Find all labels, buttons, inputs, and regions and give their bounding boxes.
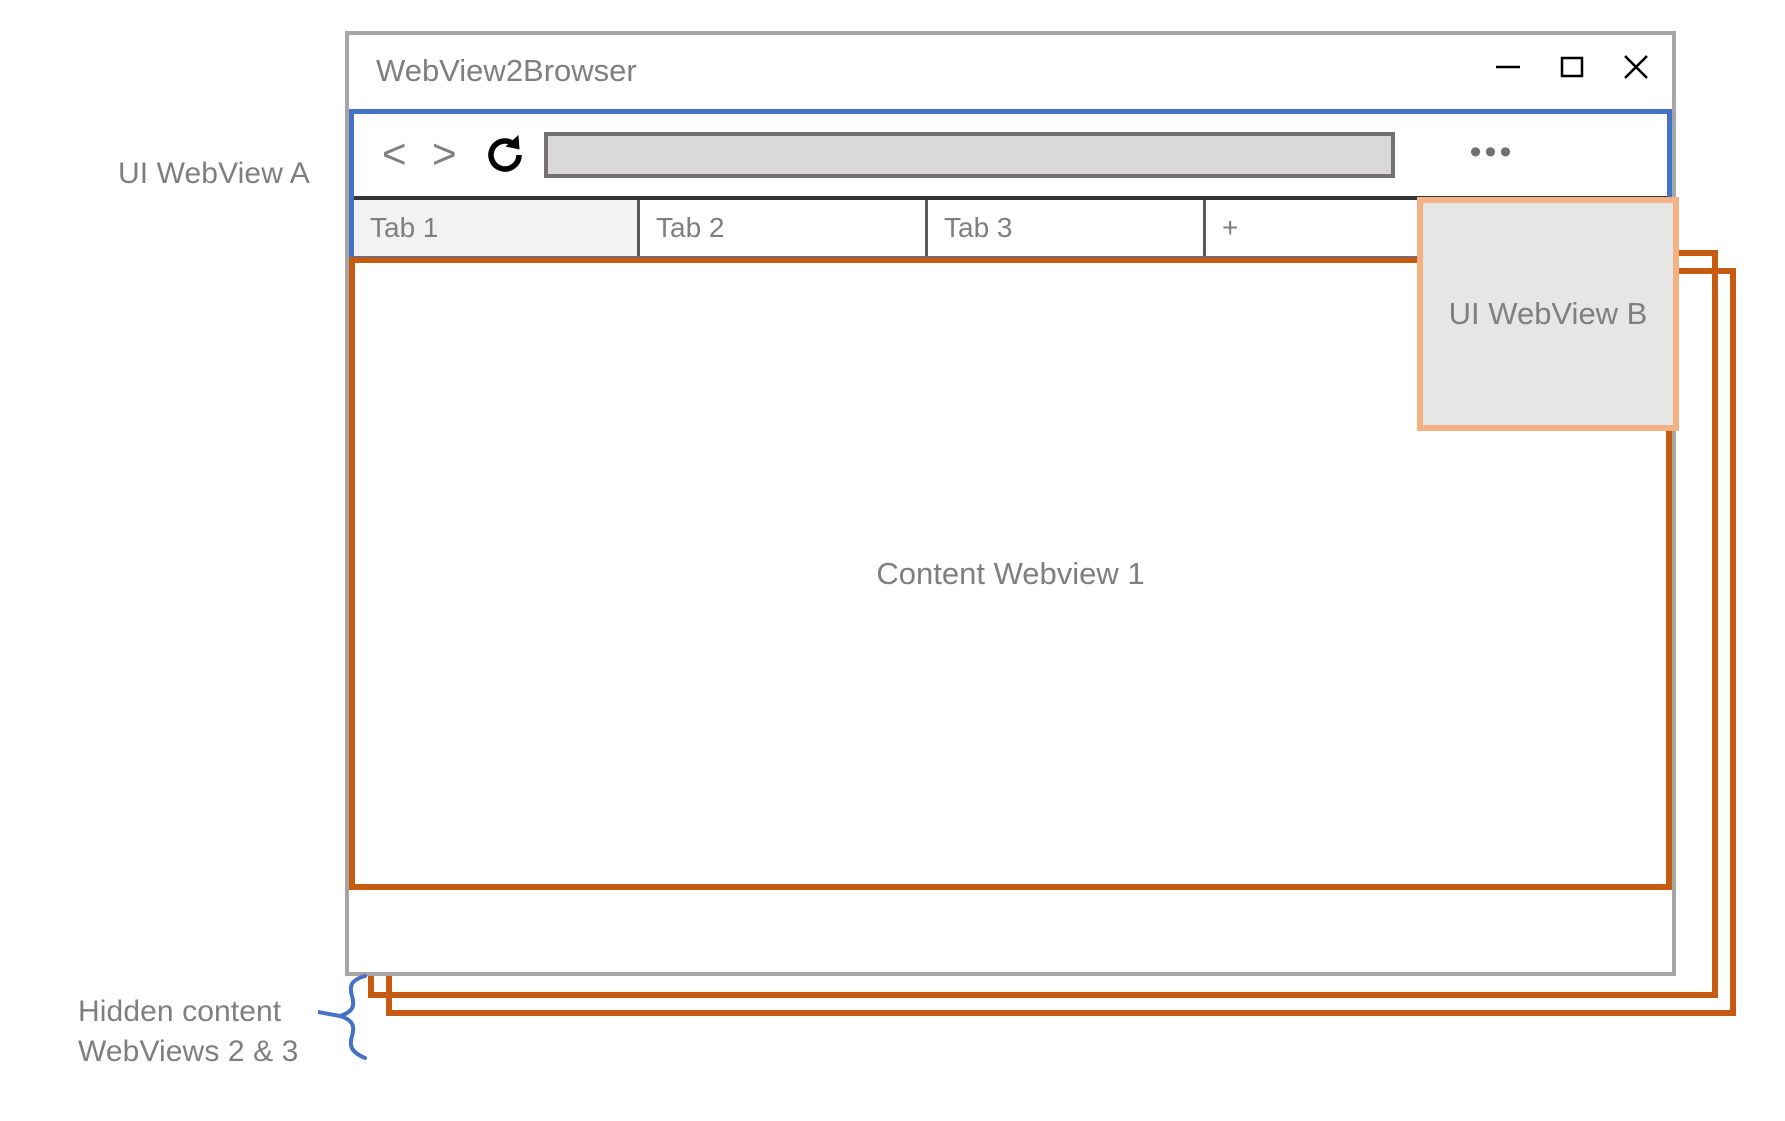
close-icon[interactable] [1618, 49, 1654, 85]
title-bar: WebView2Browser [349, 35, 1672, 113]
tab-2[interactable]: Tab 2 [640, 200, 928, 256]
ui-webview-b-popup: UI WebView B [1417, 197, 1679, 431]
forward-icon[interactable]: > [432, 130, 457, 177]
maximize-icon[interactable] [1554, 49, 1590, 85]
tab-1-label: Tab 1 [370, 212, 439, 243]
brace-annotation-icon [316, 972, 388, 1062]
tab-3[interactable]: Tab 3 [928, 200, 1206, 256]
minimize-icon[interactable] [1490, 49, 1526, 85]
content-webview-1-label: Content Webview 1 [876, 555, 1145, 591]
new-tab-label: + [1222, 212, 1239, 243]
browser-window: WebView2Browser < [345, 31, 1676, 976]
new-tab-button[interactable]: + [1206, 200, 1426, 256]
tab-2-label: Tab 2 [656, 212, 725, 243]
reload-icon[interactable] [482, 132, 528, 178]
more-options-icon[interactable]: ••• [1469, 133, 1515, 171]
address-input[interactable] [544, 132, 1395, 178]
ui-webview-b-label: UI WebView B [1448, 296, 1648, 331]
tab-strip: Tab 1 Tab 2 Tab 3 + [354, 196, 1667, 256]
page-title: WebView2Browser [376, 53, 637, 88]
annotation-label-hidden-content: Hidden content WebViews 2 & 3 [78, 995, 299, 1068]
tab-1[interactable]: Tab 1 [354, 200, 640, 256]
back-icon[interactable]: < [382, 130, 407, 177]
annotation-label-ui-webview-a: UI WebView A [118, 157, 310, 190]
window-controls [1490, 49, 1654, 85]
browser-toolbar: < > ••• [354, 114, 1667, 196]
tab-3-label: Tab 3 [944, 212, 1013, 243]
